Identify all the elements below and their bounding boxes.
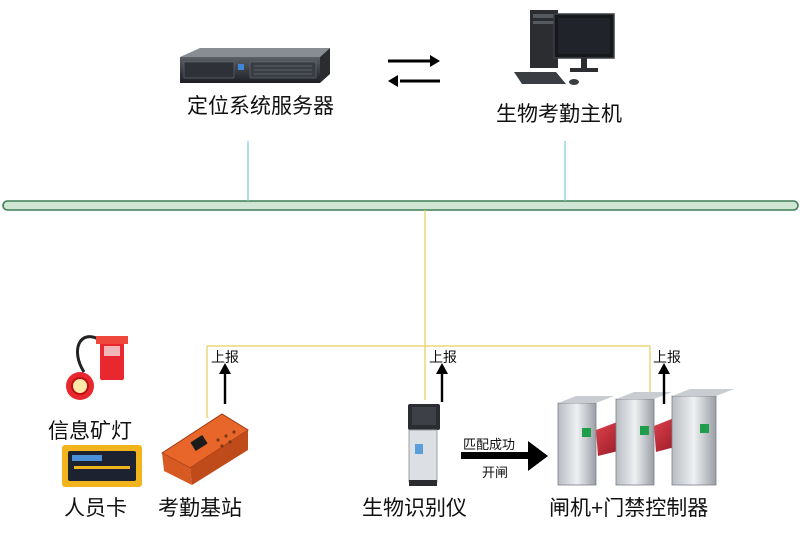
info-lamp-label: 信息矿灯 (48, 420, 132, 443)
server-label: 定位系统服务器 (187, 95, 334, 118)
base-station-label: 考勤基站 (158, 497, 242, 520)
bidirectional-arrows (388, 55, 440, 87)
report-label-base-station: 上报 (211, 349, 239, 365)
bio-reader-label: 生物识别仪 (362, 497, 467, 520)
personnel-card-icon (62, 445, 142, 487)
desktop-computer-icon (514, 10, 615, 85)
report-label-gate: 上报 (653, 349, 681, 365)
personnel-card-label: 人员卡 (64, 497, 127, 520)
rack-server-icon (180, 48, 330, 83)
miner-lamp-icon (66, 335, 128, 400)
base-station-icon (161, 413, 249, 485)
feeder-lines (206, 210, 651, 418)
biometric-reader-icon (408, 404, 440, 486)
gate-controller-label: 闸机+门禁控制器 (549, 497, 709, 520)
match-success-arrow (461, 441, 548, 471)
network-bus (2, 200, 799, 211)
open-gate-label: 开闸 (482, 465, 509, 480)
turnstile-gate-icon (557, 389, 734, 486)
report-arrows (219, 363, 670, 404)
report-label-bio-reader: 上报 (429, 349, 457, 365)
match-success-label: 匹配成功 (463, 437, 516, 452)
attendance-host-label: 生物考勤主机 (496, 103, 622, 126)
